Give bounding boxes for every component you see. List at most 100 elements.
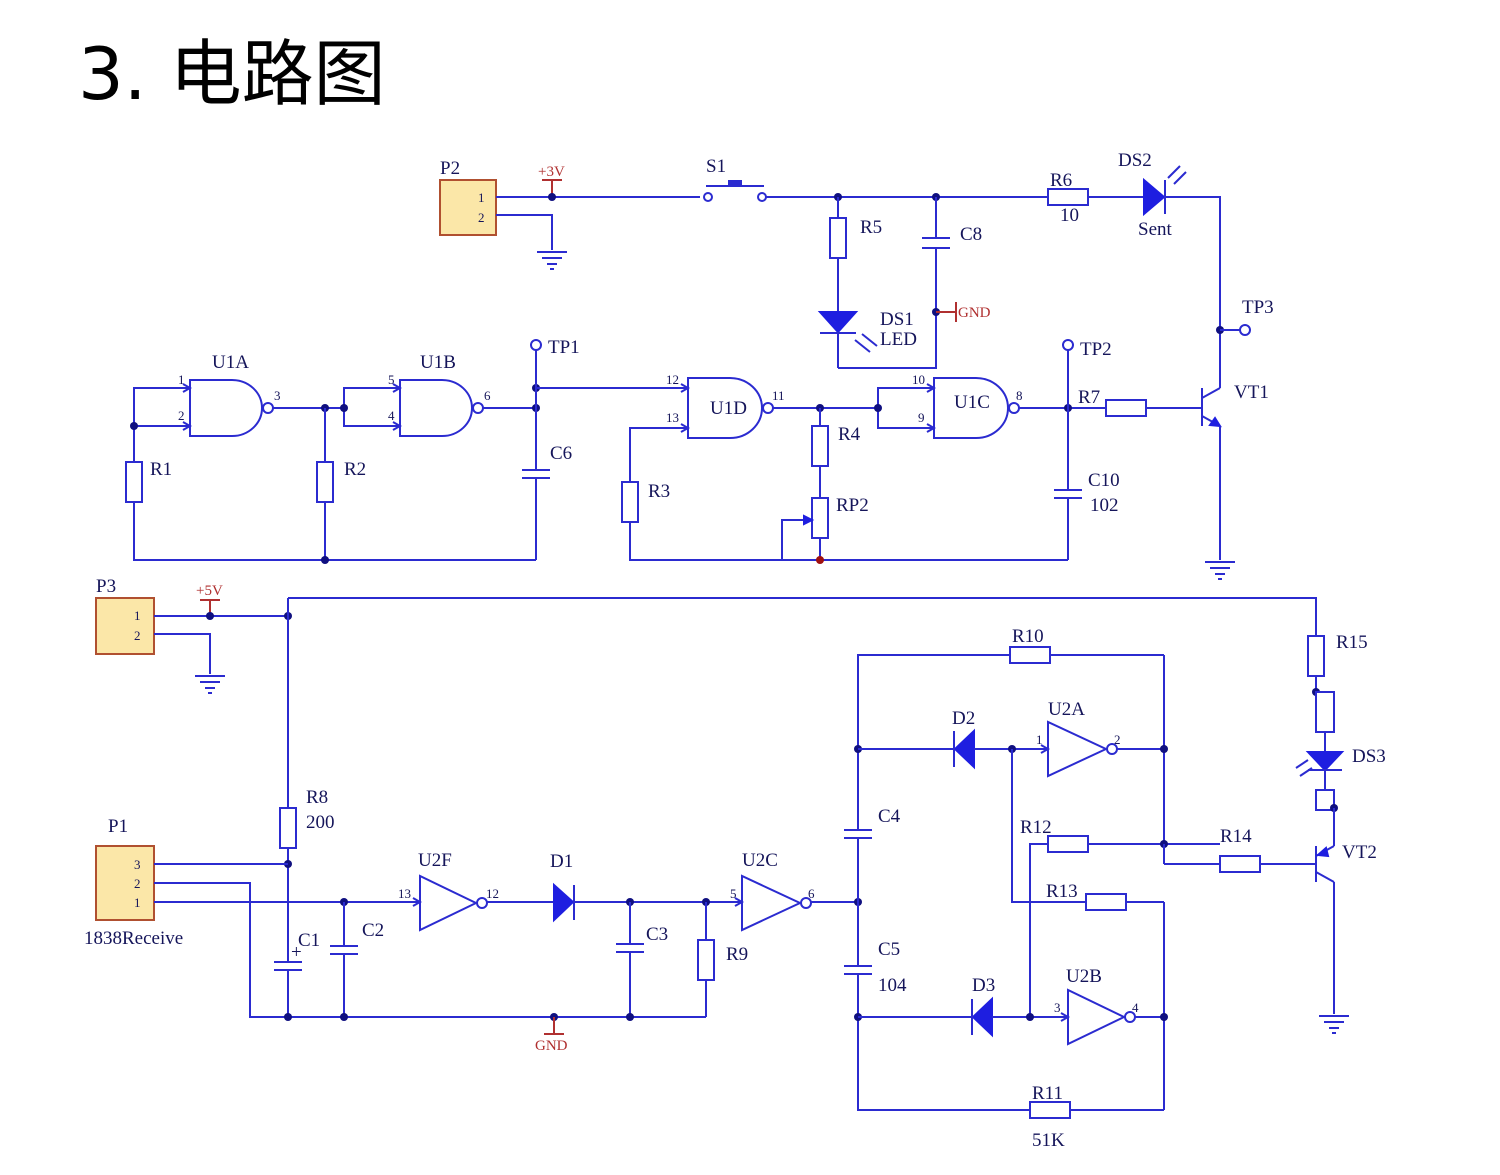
ds2-value: Sent — [1138, 219, 1173, 240]
p2-connector: 1 2 P2 — [439, 158, 497, 236]
r11-label: R11 — [1032, 1083, 1063, 1104]
p3-label: P3 — [96, 576, 116, 597]
svg-text:10: 10 — [912, 372, 925, 387]
r6-value: 10 — [1060, 205, 1079, 226]
ground-icon — [536, 251, 568, 270]
power-3v-label: +3V — [538, 164, 565, 180]
tp2-label: TP2 — [1080, 339, 1112, 360]
p1-label: P1 — [108, 816, 128, 837]
c8-label: C8 — [960, 224, 982, 245]
svg-text:13: 13 — [666, 410, 679, 425]
r2-label: R2 — [344, 459, 366, 480]
d3-label: D3 — [972, 975, 995, 996]
r12-label: R12 — [1020, 817, 1052, 838]
svg-text:2: 2 — [134, 628, 141, 643]
svg-text:9: 9 — [918, 410, 925, 425]
svg-text:8: 8 — [1016, 388, 1023, 403]
r8-label: R8 — [306, 787, 328, 808]
u2a-inverter: U2A 1 2 — [1036, 699, 1121, 778]
p3-connector: 1 2 P3 — [95, 576, 155, 655]
r13-label: R13 — [1046, 881, 1078, 902]
p2-label: P2 — [440, 158, 460, 179]
ds3-label: DS3 — [1352, 746, 1386, 767]
s1-switch: S1 — [703, 156, 767, 202]
svg-text:6: 6 — [808, 886, 815, 901]
vt2-label: VT2 — [1342, 842, 1377, 863]
svg-text:5: 5 — [388, 372, 395, 387]
u1d-gate: U1D 12 13 11 — [666, 372, 785, 439]
r15-label: R15 — [1336, 632, 1368, 653]
c2-label: C2 — [362, 920, 384, 941]
u2b-inverter: U2B 3 4 — [1054, 966, 1139, 1046]
u1a-label: U1A — [212, 352, 249, 373]
svg-text:2: 2 — [478, 210, 485, 225]
svg-text:4: 4 — [388, 408, 395, 423]
svg-text:2: 2 — [134, 876, 141, 891]
svg-text:12: 12 — [666, 372, 679, 387]
svg-text:+: + — [291, 942, 302, 963]
c1-label: C1 — [298, 930, 320, 951]
s1-label: S1 — [706, 156, 726, 177]
ds2-label: DS2 — [1118, 150, 1152, 171]
u1d-label: U1D — [710, 398, 747, 419]
power-5v-label: +5V — [196, 583, 223, 599]
p1-value: 1838Receive — [84, 928, 183, 949]
r14-label: R14 — [1220, 826, 1252, 847]
u2f-label: U2F — [418, 850, 452, 871]
c4-label: C4 — [878, 806, 901, 827]
u2f-inverter: U2F 13 12 — [398, 850, 499, 932]
svg-text:2: 2 — [178, 408, 185, 423]
u1b-gate: U1B 5 4 6 — [388, 352, 491, 437]
svg-text:1: 1 — [134, 608, 141, 623]
svg-text:13: 13 — [398, 886, 411, 901]
svg-text:1: 1 — [478, 190, 485, 205]
u1b-label: U1B — [420, 352, 456, 373]
c10-value: 102 — [1090, 495, 1119, 516]
r9-label: R9 — [726, 944, 748, 965]
r7-label: R7 — [1078, 387, 1100, 408]
svg-text:3: 3 — [134, 857, 141, 872]
u2c-label: U2C — [742, 850, 778, 871]
svg-text:6: 6 — [484, 388, 491, 403]
p1-connector: 3 2 1 P1 1838Receive — [84, 816, 183, 949]
svg-text:1: 1 — [134, 895, 141, 910]
vt1-label: VT1 — [1234, 382, 1269, 403]
u2a-label: U2A — [1048, 699, 1085, 720]
page-title: 3. 电路图 — [78, 32, 386, 116]
ds1-value: LED — [880, 329, 917, 350]
r3-label: R3 — [648, 481, 670, 502]
c6-label: C6 — [550, 443, 572, 464]
svg-text:1: 1 — [178, 372, 185, 387]
svg-text:4: 4 — [1132, 1000, 1139, 1015]
u2b-label: U2B — [1066, 966, 1102, 987]
rp2-label: RP2 — [836, 495, 869, 516]
svg-text:3: 3 — [1054, 1000, 1061, 1015]
gnd-label-top: GND — [958, 305, 991, 321]
r10-label: R10 — [1012, 626, 1044, 647]
r1-label: R1 — [150, 459, 172, 480]
svg-text:2: 2 — [1114, 732, 1121, 747]
tp1-label: TP1 — [548, 337, 580, 358]
u1c-gate: U1C 10 9 8 — [912, 372, 1023, 439]
r5-label: R5 — [860, 217, 882, 238]
vt1-transistor: VT1 — [1201, 382, 1269, 428]
svg-text:11: 11 — [772, 388, 785, 403]
ds1-label: DS1 — [880, 309, 914, 330]
c10-label: C10 — [1088, 470, 1120, 491]
c3-label: C3 — [646, 924, 668, 945]
svg-text:5: 5 — [730, 886, 737, 901]
u2c-inverter: U2C 5 6 — [730, 850, 815, 932]
r11-value: 51K — [1032, 1130, 1065, 1151]
gnd-label-bottom: GND — [535, 1038, 568, 1054]
r6-label: R6 — [1050, 170, 1072, 191]
svg-text:3: 3 — [274, 388, 281, 403]
c5-value: 104 — [878, 975, 907, 996]
svg-text:1: 1 — [1036, 732, 1043, 747]
d2-label: D2 — [952, 708, 975, 729]
r8-value: 200 — [306, 812, 335, 833]
d1-label: D1 — [550, 851, 573, 872]
vt2-transistor: VT2 — [1315, 842, 1377, 883]
tp3-label: TP3 — [1242, 297, 1274, 318]
r4-label: R4 — [838, 424, 861, 445]
